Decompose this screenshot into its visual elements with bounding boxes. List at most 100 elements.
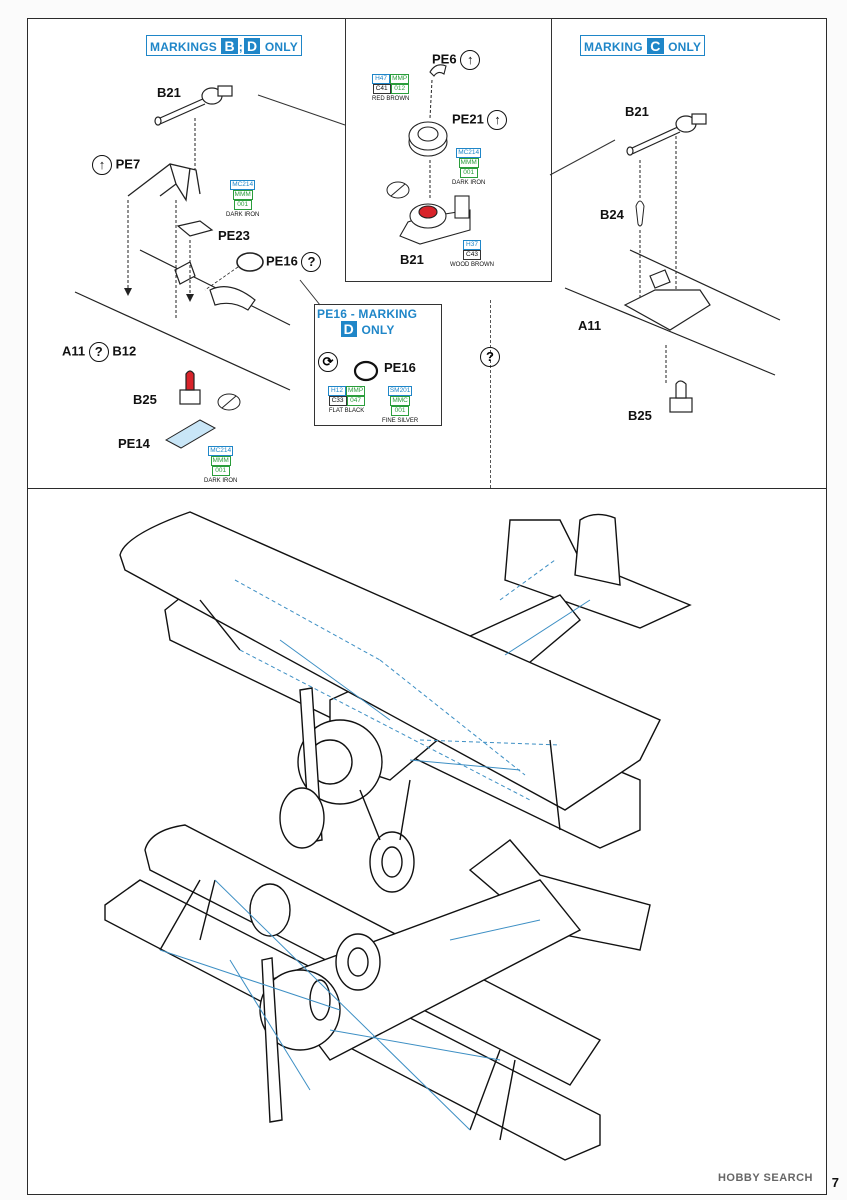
page-number: 7 [831,1175,839,1190]
paint-code: MC214 [208,446,234,456]
panel-divider [490,300,491,488]
pe16-text: PE16 [266,253,298,269]
b12-text: B12 [112,343,137,359]
rotate-icon: ⟳ [318,352,338,372]
banner-sep: ; [238,40,243,54]
paint-code: 001 [211,466,230,476]
paint-name: WOOD BROWN [450,262,494,268]
label-a11-right: A11 [578,318,602,333]
paint-chip-pe7: MC214 MMM 001 DARK IRON [226,180,259,219]
paint-code: MMM [458,158,479,168]
banner-suffix: ONLY [264,40,298,54]
pe16-ring-left [236,252,264,272]
b21-part-left [154,85,233,126]
question-icon: ? [480,347,500,367]
question-icon: ? [301,252,322,272]
paint-code: 001 [391,406,410,416]
fuselage-deck-left [74,249,291,391]
paint-name: DARK IRON [204,478,238,484]
paint-code: C43 [463,250,481,260]
pe16-ring-callout [353,360,379,382]
airplane-lower [104,824,651,1161]
a11-text: A11 [62,343,86,359]
paint-name: FINE SILVER [382,418,419,424]
paint-code: MMM [210,456,231,466]
rigging-lower [159,879,541,1131]
label-pe7: ↑ PE7 [92,155,140,175]
banner-prefix: MARKINGS [150,40,217,54]
label-pe16-left: PE16 ? [266,252,322,272]
pe16-note-line1: PE16 - MARKING [317,307,418,321]
marking-letter-d: D [244,38,261,54]
label-pe16-callout: PE16 [384,360,416,375]
b21-part-center [399,195,471,245]
paint-code: 047 [346,396,365,406]
label-a11-b12: A11 ? B12 [62,342,136,362]
pe14-part [164,419,217,449]
pe21-part [408,121,448,157]
pe21-text: PE21 [452,111,484,127]
bend-up-icon: ↑ [92,155,112,175]
marking-letter-c: C [647,38,664,54]
label-b21-right: B21 [625,104,649,119]
label-pe21: PE21 ↑ [452,110,508,130]
paint-code: C41 [372,84,391,94]
question-icon: ? [88,342,109,362]
pe16-marking-note: PE16 - MARKING D ONLY [317,307,418,337]
section-divider [27,488,827,489]
paint-code: C33 [328,396,347,406]
paint-code: MMC [390,396,410,406]
paint-chip-pe21: MC214 MMM 001 DARK IRON [452,148,485,187]
label-b21-center: B21 [400,252,424,267]
bend-up-icon: ↑ [460,50,481,70]
paint-code: 012 [390,84,409,94]
label-b25-left: B25 [133,392,157,407]
pe6-text: PE6 [432,51,457,67]
pe23-part [176,220,214,237]
marking-letter-d: D [340,321,357,337]
pe16-note-suffix: ONLY [361,323,395,337]
banner-prefix: MARKING [584,40,643,54]
label-pe14: PE14 [118,436,150,451]
center-step-panel [345,18,552,282]
paint-code: H12 [328,386,346,396]
b21-part-right [626,113,707,156]
paint-code: MMP [346,386,366,396]
paint-code: MMP [390,74,410,84]
paint-code: SM201 [387,386,413,396]
paint-chip-fine-silver: SM201 MMC 001 FINE SILVER [382,386,418,425]
pe6-part [429,64,447,77]
airplane-upper [119,511,692,893]
label-b25-right: B25 [628,408,652,423]
markings-bd-banner: MARKINGS B;D ONLY [146,35,302,56]
label-b21-left: B21 [157,85,181,100]
paint-code: MMM [232,190,253,200]
label-b24: B24 [600,207,624,222]
fuselage-deck-right [564,249,781,376]
watermark-brand: HOBBY SEARCH [717,1172,813,1184]
paint-code: 001 [233,200,252,210]
pe7-text: PE7 [115,156,141,172]
banner-suffix: ONLY [668,40,702,54]
b25-part-right [669,380,693,413]
paint-code: MC214 [456,148,482,158]
label-pe23: PE23 [218,228,250,243]
paint-name: DARK IRON [226,212,260,218]
b24-part [635,200,645,227]
paint-name: DARK IRON [452,180,486,186]
paint-code: H47 [372,74,391,84]
marking-c-banner: MARKING C ONLY [580,35,706,56]
marking-letter-b: B [221,38,238,54]
paint-name: FLAT BLACK [328,408,365,414]
pe7-part [127,163,201,202]
bend-up-icon: ↑ [487,110,508,130]
paint-chip-pe14: MC214 MMM 001 DARK IRON [204,446,237,485]
b25-part-left [179,370,201,405]
paint-chip-b21: H37 C43 WOOD BROWN [450,240,494,269]
label-pe6: PE6 ↑ [432,50,481,70]
rigging-upper [234,559,561,801]
